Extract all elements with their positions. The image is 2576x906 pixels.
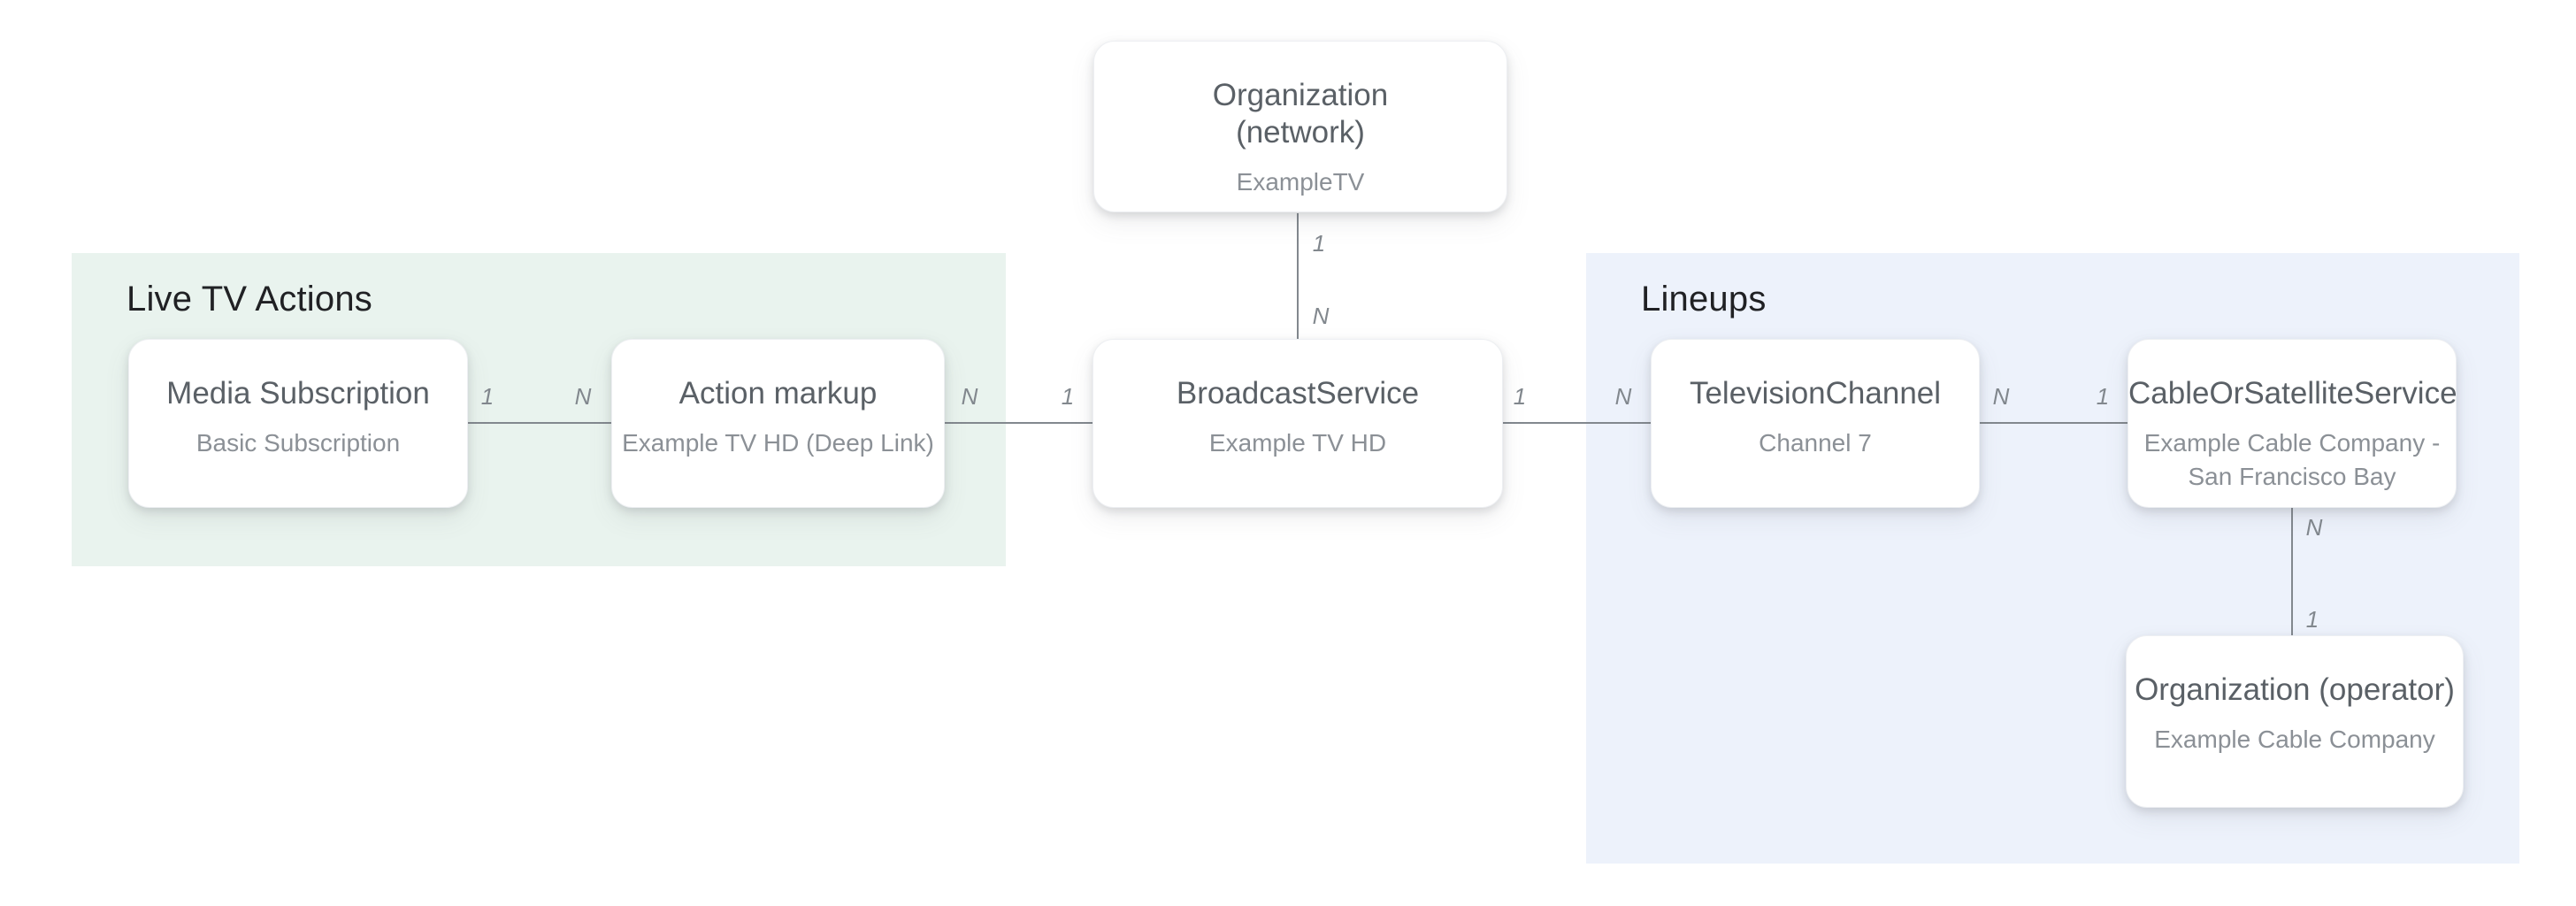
live-tv-actions-region-title: Live TV Actions [126, 280, 372, 319]
edge-network-to-broadcast-line [1296, 213, 1299, 339]
node-title: CableOrSatelliteService [2128, 376, 2457, 411]
node-subtitle: Channel 7 [1759, 429, 1872, 457]
node-title: TelevisionChannel [1689, 376, 1942, 411]
node-media-subscription: Media Subscription Basic Subscription [128, 339, 468, 508]
node-organization-network: Organization (network) ExampleTV [1093, 41, 1507, 212]
node-television-channel: TelevisionChannel Channel 7 [1651, 339, 1980, 508]
node-title: Media Subscription [166, 376, 430, 411]
node-organization-operator: Organization (operator) Example Cable Co… [2126, 635, 2464, 808]
node-subtitle: Example TV HD (Deep Link) [622, 429, 934, 457]
node-subtitle: Example TV HD [1208, 429, 1387, 457]
cardinality-label: 1 [1061, 383, 1075, 410]
node-title: Organization (operator) [2135, 672, 2455, 707]
node-cable-or-satellite-service: CableOrSatelliteService Example Cable Co… [2128, 339, 2457, 508]
edge-broadcast-to-channel-line [1503, 421, 1651, 425]
cardinality-label: N [1614, 383, 1632, 410]
edge-channel-to-cable-line [1980, 421, 2128, 425]
node-subtitle: Example Cable Company - San Francisco Ba… [2143, 429, 2441, 490]
node-subtitle: ExampleTV [1236, 168, 1365, 196]
node-subtitle: Basic Subscription [196, 429, 401, 457]
node-title: Action markup [678, 376, 878, 411]
cardinality-label: 1 [480, 383, 494, 410]
cardinality-label: N [1992, 383, 2010, 410]
cardinality-label: 1 [2305, 606, 2319, 633]
cardinality-label: 1 [1513, 383, 1527, 410]
node-title: Organization (network) [1212, 78, 1389, 150]
edge-cable-to-operator-line [2290, 507, 2293, 635]
node-action-markup: Action markup Example TV HD (Deep Link) [611, 339, 945, 508]
node-broadcast-service: BroadcastService Example TV HD [1092, 339, 1503, 508]
cardinality-label: N [1312, 303, 1330, 329]
edge-media-to-action-line [468, 421, 611, 425]
cardinality-label: N [961, 383, 978, 410]
node-subtitle: Example Cable Company [2154, 726, 2435, 753]
edge-action-to-broadcast-line [945, 421, 1092, 425]
cardinality-label: 1 [1312, 230, 1326, 257]
node-title: BroadcastService [1176, 376, 1420, 411]
cardinality-label: N [2305, 514, 2323, 541]
cardinality-label: 1 [2096, 383, 2110, 410]
cardinality-label: N [574, 383, 592, 410]
lineups-region-title: Lineups [1641, 280, 1767, 319]
